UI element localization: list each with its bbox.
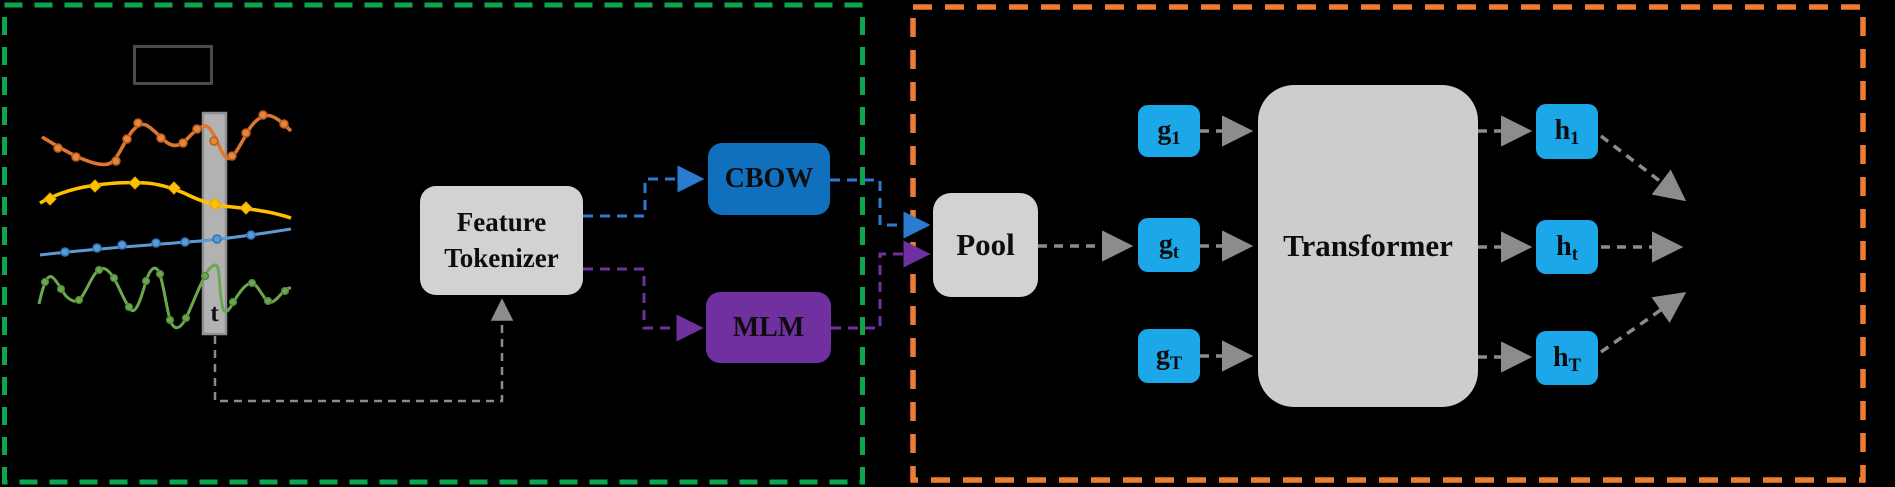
token-hT-base: h (1553, 341, 1569, 373)
token-gT-sub: T (1169, 352, 1183, 373)
token-gT-base: g (1155, 339, 1170, 371)
signal-blue-markers (60, 230, 256, 257)
feature-tokenizer-node: Feature Tokenizer (420, 186, 583, 295)
mlm-node: MLM (706, 292, 831, 363)
signal-orange-markers (53, 110, 289, 166)
pretraining-panel-border (2, 2, 865, 485)
pool-label: Pool (956, 227, 1015, 262)
token-ht-base: h (1556, 230, 1572, 262)
token-gT: gT (1138, 329, 1200, 383)
cbow-node: CBOW (708, 143, 830, 215)
token-gt: gt (1138, 218, 1200, 272)
legend-box (133, 45, 213, 85)
token-gt-sub: t (1172, 241, 1180, 262)
token-g1-base: g (1157, 114, 1172, 146)
transformer-label: Transformer (1283, 228, 1453, 263)
feature-tokenizer-line2: Tokenizer (444, 242, 559, 273)
token-g1-sub: 1 (1171, 127, 1181, 148)
arrow-hT-converge (1599, 291, 1687, 354)
feature-tokenizer-line1: Feature (456, 207, 547, 238)
token-gt-base: g (1158, 228, 1173, 260)
signal-yellow-markers (43, 176, 253, 215)
token-g1: g1 (1138, 105, 1200, 157)
arrow-timestep-to-tokenizer (213, 298, 514, 403)
token-ht-sub: t (1571, 243, 1578, 264)
token-hT: hT (1536, 331, 1598, 385)
arrow-tokenizer-to-cbow (583, 165, 705, 218)
signal-yellow-line (39, 180, 292, 220)
arrow-cbow-to-pool (830, 178, 931, 239)
token-hT-sub: T (1568, 354, 1581, 375)
transformer-node: Transformer (1258, 85, 1478, 407)
token-h1: h1 (1536, 104, 1598, 159)
token-h1-base: h (1554, 115, 1571, 147)
signal-green-line (37, 263, 292, 330)
pool-node: Pool (933, 193, 1038, 297)
time-marker-label: t (210, 300, 219, 327)
signal-green-markers (40, 265, 290, 325)
token-h1-sub: 1 (1570, 128, 1580, 149)
signal-blue-line (39, 227, 292, 257)
cbow-label: CBOW (724, 163, 814, 194)
token-ht: ht (1536, 220, 1598, 274)
arrow-tokenizer-to-mlm (583, 267, 704, 342)
arrow-mlm-to-pool (831, 240, 931, 330)
arrow-h1-converge (1599, 134, 1687, 202)
mlm-label: MLM (732, 311, 805, 343)
